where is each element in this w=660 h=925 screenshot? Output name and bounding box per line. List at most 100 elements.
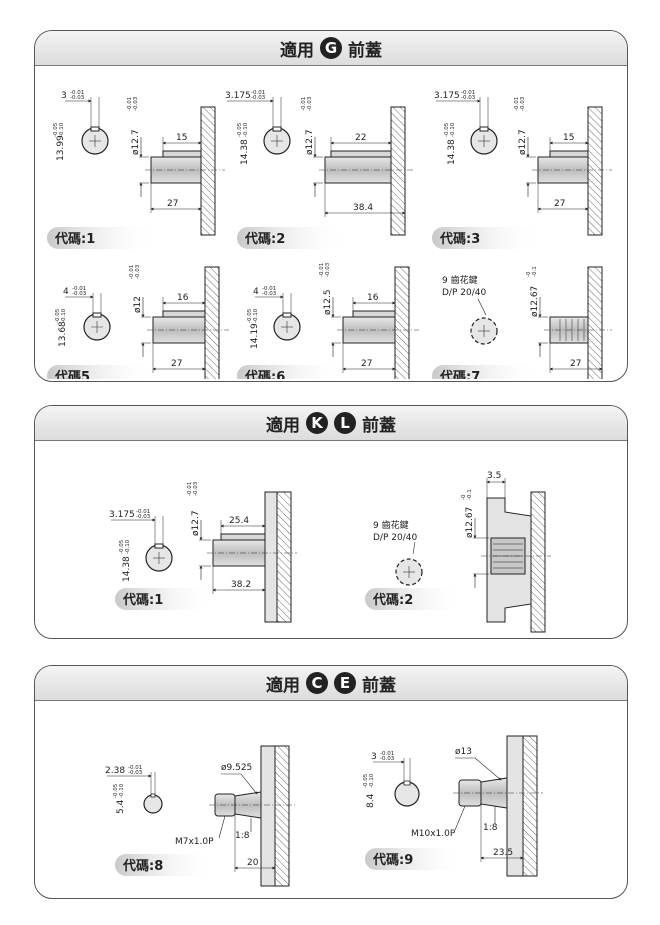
svg-text:-0.03: -0.03 [70,95,85,101]
svg-text:3.175: 3.175 [225,91,251,101]
svg-text:-0.01: -0.01 [72,286,86,292]
svg-text:-0.10: -0.10 [450,122,456,137]
badge-g: G [320,37,342,59]
shaft-drawing-kl-code-1: 3.175 -0.01 -0.03 14.38 -0.05 -0.10 ø12.… [109,481,297,623]
code-label-kl-1: 代碼:1 [122,592,163,608]
svg-text:-0.03: -0.03 [262,291,277,297]
panel-header-ce: 適用 C E 前蓋 [35,666,627,701]
shaft-drawing-code-2: 3.175 -0.01 -0.03 14.38 -0.05 -0.10 ø12.… [225,90,415,249]
svg-text:14.38: 14.38 [447,139,457,165]
shaft-drawing-kl-code-2: 9 齒花鍵 D/P 20/40 3.5 ø12.67 -0 -0.1 [365,471,551,633]
svg-text:-0.03: -0.03 [133,96,139,111]
svg-text:20: 20 [247,858,259,868]
key-width-label: 3 [61,91,67,101]
shaft-drawing-code-5: 4 -0.01 -0.03 13.68 -0.05 -0.10 ø12 -0.0… [47,264,229,379]
svg-text:D/P 20/40: D/P 20/40 [373,533,417,543]
svg-text:16: 16 [177,293,189,303]
svg-text:-0.01: -0.01 [128,765,142,771]
shaft-drawing-code-1: 3 -0.01 -0.03 13.99 -0.05 -0.10 ø12.7 -0… [47,90,225,249]
svg-text:-0: -0 [526,271,532,277]
diameter-label: ø12.7 [131,129,141,155]
key-height-label: 13.99 [56,135,66,161]
svg-text:5.4: 5.4 [116,799,126,814]
spline-label: 9 齒花鍵 [442,274,478,286]
svg-text:38.4: 38.4 [353,203,373,213]
panel-kl-front-cover: 適用 K L 前蓋 3.175 -0.01 -0.03 14.38 -0.05 … [34,405,628,639]
svg-text:38.2: 38.2 [231,580,251,590]
panel-g-drawings: 3 -0.01 -0.03 13.99 -0.05 -0.10 ø12.7 -0… [47,90,612,379]
svg-text:-0.10: -0.10 [61,308,67,323]
badge-e: E [334,672,356,694]
shaft-drawing-code-9: 3 -0.01 -0.03 8.4 -0.05 -0.10 ø13 M10x1.… [363,735,543,877]
spline-gear-icon [395,558,423,586]
code-label-3: 代碼:3 [439,231,480,247]
svg-text:-0.10: -0.10 [59,122,65,137]
badge-k: K [306,412,328,434]
svg-text:ø12.7: ø12.7 [191,510,201,536]
svg-text:14.19: 14.19 [250,323,260,349]
svg-text:ø12.5: ø12.5 [323,289,333,315]
shaft-drawing-code-3: 3.175 -0.01 -0.03 14.38 -0.05 -0.10 ø12.… [432,90,612,249]
svg-text:-0.01: -0.01 [380,751,394,757]
svg-text:-0.03: -0.03 [251,95,266,101]
total-length-label: 27 [167,199,178,209]
svg-text:3: 3 [371,752,377,762]
svg-text:-0.03: -0.03 [380,756,395,762]
svg-text:-0.05: -0.05 [119,539,125,554]
svg-text:-0.01: -0.01 [251,90,265,96]
svg-text:-0.05: -0.05 [247,308,253,323]
svg-text:-0.10: -0.10 [243,122,249,137]
spline-gear-icon [470,317,498,345]
svg-text:-0.05: -0.05 [53,122,59,137]
svg-text:-0.03: -0.03 [136,514,151,520]
svg-text:ø13: ø13 [455,747,472,757]
key-length-label: 15 [176,133,187,143]
panel-ce-drawings: 2.38 -0.01 -0.03 5.4 -0.05 -0.10 ø9.525 … [105,735,543,887]
svg-text:-0.03: -0.03 [461,95,476,101]
svg-text:-0.03: -0.03 [325,262,331,277]
svg-text:4: 4 [63,287,69,297]
svg-text:-0.01: -0.01 [301,97,307,111]
svg-text:-0.05: -0.05 [113,783,119,798]
svg-text:M10x1.0P: M10x1.0P [411,829,456,839]
code-label-5: 代碼5 [54,369,90,379]
svg-text:-0.01: -0.01 [262,286,276,292]
svg-text:22: 22 [355,133,366,143]
panel-title-prefix: 適用 [266,415,300,436]
svg-text:-0.03: -0.03 [193,481,199,496]
panel-ce-front-cover: 適用 C E 前蓋 2.38 -0.01 -0.03 5.4 -0.05 -0.… [34,665,628,899]
shaft-drawing-code-7: 9 齒花鍵 D/P 20/40 ø12.67 -0 -0.1 27 [432,266,612,379]
code-label-1: 代碼:1 [54,231,95,247]
panel-header-g: 適用 G 前蓋 [35,31,627,66]
svg-text:-0.01: -0.01 [514,97,520,111]
svg-text:-0.01: -0.01 [319,263,325,277]
svg-text:23.5: 23.5 [493,848,513,858]
svg-text:-0.10: -0.10 [119,783,125,798]
diametral-pitch-label: D/P 20/40 [442,288,486,298]
svg-text:-0.05: -0.05 [444,122,450,137]
svg-text:-0.01: -0.01 [129,265,135,279]
badge-c: C [306,672,328,694]
shaft-drawing-code-8: 2.38 -0.01 -0.03 5.4 -0.05 -0.10 ø9.525 … [105,745,295,887]
svg-text:ø12.67: ø12.67 [530,286,540,317]
svg-text:3.5: 3.5 [487,471,501,481]
svg-text:-0: -0 [461,494,467,500]
svg-text:-0.05: -0.05 [363,773,369,788]
code-label-7: 代碼:7 [439,369,480,379]
svg-text:16: 16 [367,293,379,303]
svg-text:27: 27 [554,199,565,209]
svg-text:-0.05: -0.05 [55,308,61,323]
svg-text:14.38: 14.38 [240,139,250,165]
svg-text:ø12: ø12 [133,296,143,313]
svg-text:-0.01: -0.01 [461,90,475,96]
svg-text:2.38: 2.38 [105,766,125,776]
svg-text:25.4: 25.4 [229,516,249,526]
svg-text:1:8: 1:8 [483,823,498,833]
svg-text:-0.1: -0.1 [532,266,538,277]
svg-text:-0.01: -0.01 [136,509,150,515]
svg-text:-0.10: -0.10 [125,539,131,554]
svg-text:4: 4 [253,287,259,297]
svg-text:-0.03: -0.03 [135,264,141,279]
code-label-8: 代碼:8 [122,858,163,874]
code-label-9: 代碼:9 [372,852,413,868]
